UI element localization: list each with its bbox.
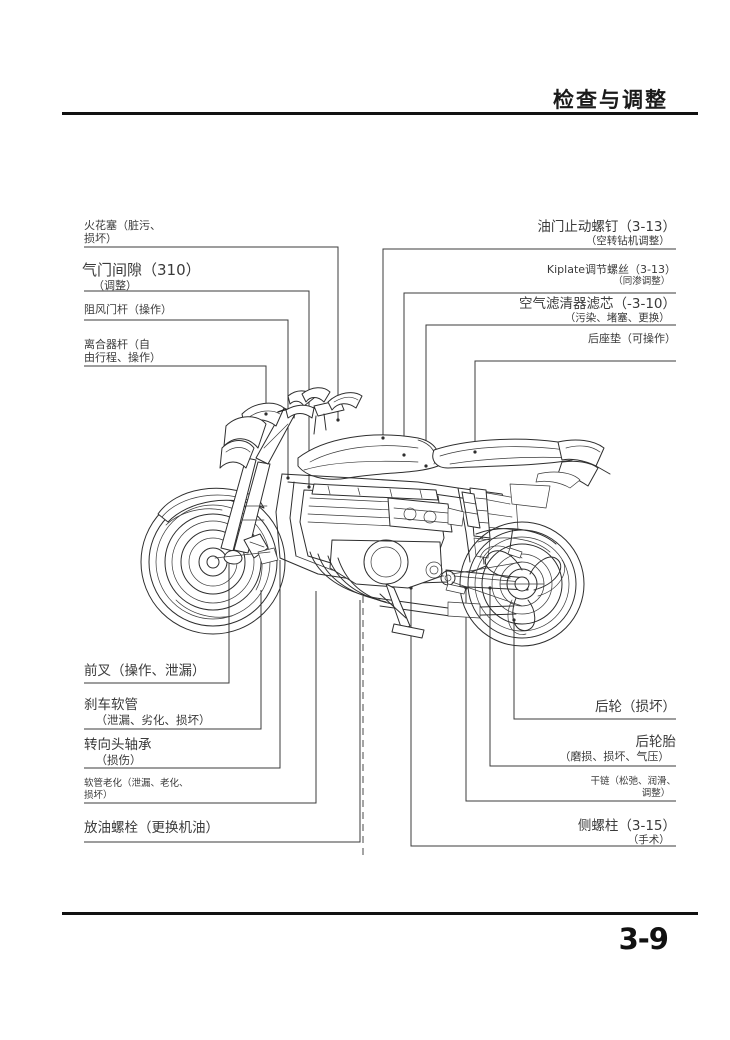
leader-rear-tire: [489, 588, 676, 767]
leader-rear-wheel: [513, 620, 676, 720]
leader-rear-seat: [474, 360, 676, 452]
rear-cowl: [536, 440, 610, 488]
callout-valve-clearance: 气门间隙（310） （调整）: [82, 261, 201, 293]
leader-valve-clearance: [84, 290, 310, 487]
leader-dot-2: [307, 485, 311, 489]
leader-air-cleaner: [425, 324, 676, 466]
callout-side-stud: 侧螺柱（3-15） （手术）: [577, 818, 676, 847]
handlebar: [278, 388, 362, 434]
front-brake: [215, 534, 278, 564]
motorcycle-illustration: [118, 362, 618, 652]
callout-hose-aging: 软管老化（泄漏、老化、 损坏）: [84, 778, 189, 801]
callout-drive-chain: 干链（松弛、润滑、 调整）: [590, 776, 676, 799]
header-divider: [62, 112, 698, 115]
callout-kiplate-adjust-screw: Kiplate调节螺丝（3-13） （同渗调整）: [546, 263, 676, 288]
engine: [300, 484, 516, 618]
callout-throttle-stop-screw: 油门止动螺钉（3-13） （空转钻机调整）: [537, 219, 676, 248]
callout-front-fork: 前叉（操作、泄漏）: [84, 663, 206, 679]
callout-rear-seat-cushion: 后座垫（可操作）: [588, 332, 676, 345]
leader-dot-11: [464, 586, 468, 590]
callout-brake-hose: 刹车软管 （泄漏、劣化、损坏）: [84, 697, 211, 728]
callout-drain-bolt: 放油螺栓（更换机油）: [84, 820, 219, 836]
leader-dot-12: [409, 586, 413, 590]
carburettors: [388, 498, 464, 532]
leader-dot-6: [402, 453, 406, 457]
callout-spark-plug: 火花塞（脏污、 损坏）: [84, 219, 161, 246]
leader-drive-chain: [465, 588, 676, 802]
leader-dot-1: [336, 418, 340, 422]
callout-rear-tire: 后轮胎 （磨损、损坏、气压）: [559, 734, 676, 764]
drive-chain: [452, 562, 522, 606]
leader-dot-5: [381, 436, 385, 440]
callout-choke-lever: 阻风门杆（操作）: [84, 303, 172, 316]
fuel-tank: [298, 435, 439, 479]
footer-divider: [62, 912, 698, 915]
leader-steering-head: [84, 560, 281, 769]
leader-spark-plug: [84, 246, 339, 420]
callout-rear-wheel: 后轮（损坏）: [595, 699, 676, 715]
leader-dot-7: [424, 464, 428, 468]
page-number: 3-9: [618, 922, 669, 956]
callout-air-cleaner-element: 空气滤清器滤芯（-3-10） （污染、堵塞、更换）: [518, 296, 676, 325]
leader-hose-aging: [84, 591, 317, 804]
side-stand: [380, 584, 424, 638]
leader-clutch-lever: [84, 365, 267, 414]
leader-throttle-stop: [382, 248, 676, 438]
leader-dot-10: [488, 586, 492, 590]
leader-brake-hose: [84, 590, 262, 730]
leader-dot-8: [473, 450, 477, 454]
rear-fender: [476, 529, 556, 544]
callout-clutch-lever: 离合器杆（自 由行程、操作）: [84, 338, 161, 365]
page-title: 检查与调整: [553, 88, 668, 112]
rear-shock: [462, 492, 480, 528]
seat: [433, 439, 576, 468]
leader-side-stud: [410, 588, 676, 847]
leader-dot-4: [264, 412, 268, 416]
leader-dot-9: [512, 618, 516, 622]
leader-drain-bolt: [84, 600, 361, 843]
leader-kiplate: [403, 292, 676, 455]
leader-dot-3: [286, 476, 290, 480]
callout-steering-head-bearing: 转向头轴承 （损伤）: [84, 737, 152, 768]
footpegs: [446, 548, 522, 594]
